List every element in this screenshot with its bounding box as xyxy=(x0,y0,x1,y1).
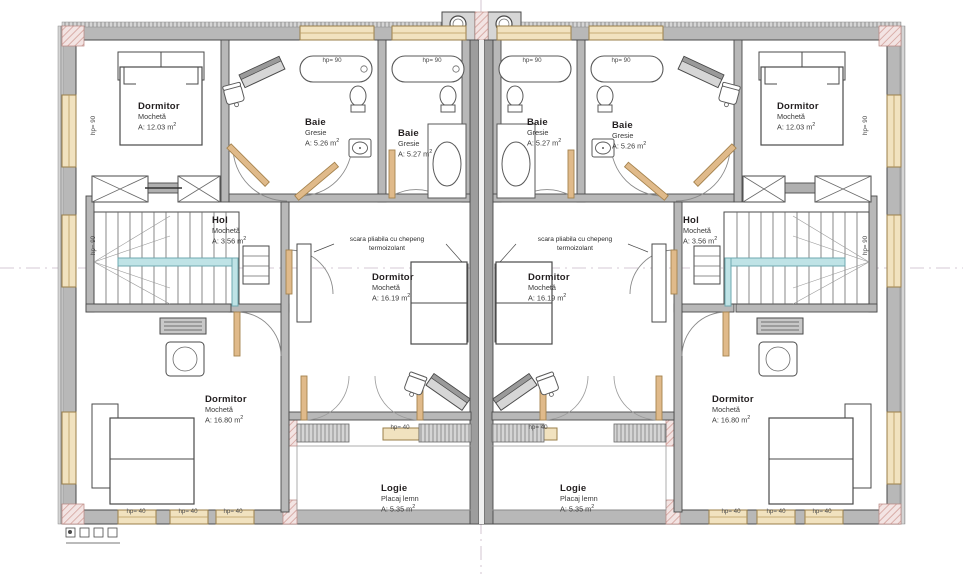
scale-marker xyxy=(65,527,120,544)
interior-walls-left xyxy=(85,39,472,513)
loggia-areas xyxy=(296,445,667,511)
windows xyxy=(61,25,902,525)
annotation-leaders xyxy=(313,243,649,263)
party-wall xyxy=(469,39,494,525)
interior-walls-right xyxy=(491,39,878,513)
furniture-left xyxy=(91,51,471,505)
staircase-left xyxy=(93,211,240,307)
furniture-right xyxy=(492,51,872,505)
